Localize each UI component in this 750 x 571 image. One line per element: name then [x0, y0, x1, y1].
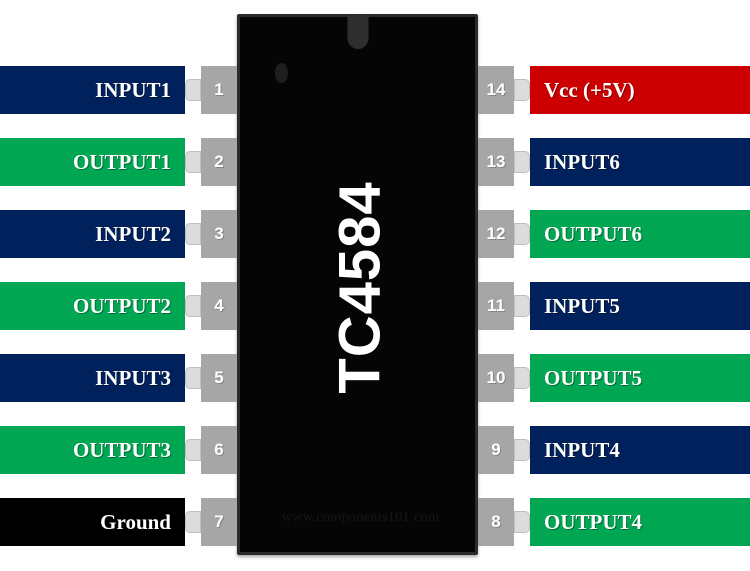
pin-label-bar-5[interactable]: INPUT3: [0, 354, 185, 402]
pin-label-text-14: Vcc (+5V): [544, 77, 635, 102]
pin-number-9[interactable]: 9: [478, 426, 514, 474]
pin-row-5[interactable]: INPUT3 5: [0, 354, 237, 402]
pin-number-4[interactable]: 4: [201, 282, 237, 330]
pin-label-bar-12[interactable]: OUTPUT6: [530, 210, 750, 258]
pin-number-8[interactable]: 8: [478, 498, 514, 546]
pin-number-6[interactable]: 6: [201, 426, 237, 474]
pin-label-text-12: OUTPUT6: [544, 221, 643, 246]
pin-connector-tab-9: [514, 439, 530, 461]
pin-row-3[interactable]: INPUT2 3: [0, 210, 237, 258]
pin-label-text-2: OUTPUT1: [72, 149, 171, 174]
pin-connector-tab-12: [514, 223, 530, 245]
pin-label-text-5: INPUT3: [95, 365, 171, 390]
pin-connector-tab-1: [185, 79, 201, 101]
pin-row-11[interactable]: 11 INPUT5: [478, 282, 750, 330]
pin-label-text-11: INPUT5: [544, 293, 620, 318]
pin-connector-tab-10: [514, 367, 530, 389]
chip-part-number-text: TC4584: [328, 181, 393, 394]
pin-number-10[interactable]: 10: [478, 354, 514, 402]
pin-label-bar-6[interactable]: OUTPUT3: [0, 426, 185, 474]
pin-row-14[interactable]: 14 Vcc (+5V): [478, 66, 750, 114]
pin-number-14[interactable]: 14: [478, 66, 514, 114]
pin-row-10[interactable]: 10 OUTPUT5: [478, 354, 750, 402]
pin-number-7[interactable]: 7: [201, 498, 237, 546]
pin-row-1[interactable]: INPUT1 1: [0, 66, 237, 114]
pin-label-bar-8[interactable]: OUTPUT4: [530, 498, 750, 546]
pin-row-12[interactable]: 12 OUTPUT6: [478, 210, 750, 258]
watermark-text: www.components101.com: [281, 510, 440, 525]
pin-connector-tab-13: [514, 151, 530, 173]
pin-label-bar-1[interactable]: INPUT1: [0, 66, 185, 114]
pin-number-12[interactable]: 12: [478, 210, 514, 258]
pin-label-text-3: INPUT2: [95, 221, 171, 246]
pin-label-bar-7[interactable]: Ground: [0, 498, 185, 546]
pin-number-2[interactable]: 2: [201, 138, 237, 186]
pin-label-text-1: INPUT1: [95, 77, 171, 102]
pin-label-text-10: OUTPUT5: [544, 365, 643, 390]
pin-label-text-6: OUTPUT3: [72, 437, 171, 462]
pin-connector-tab-11: [514, 295, 530, 317]
chip-part-number: TC4584: [240, 17, 481, 558]
pin-label-text-8: OUTPUT4: [544, 509, 643, 534]
pin-connector-tab-4: [185, 295, 201, 317]
pin-label-bar-11[interactable]: INPUT5: [530, 282, 750, 330]
pin-label-text-9: INPUT4: [544, 437, 620, 462]
pin-row-6[interactable]: OUTPUT3 6: [0, 426, 237, 474]
pin-number-1[interactable]: 1: [201, 66, 237, 114]
chip-notch-icon: [347, 15, 368, 49]
pin1-indicator-dot-icon: [275, 63, 288, 83]
pin-row-9[interactable]: 9 INPUT4: [478, 426, 750, 474]
pin-connector-tab-8: [514, 511, 530, 533]
pin-label-bar-13[interactable]: INPUT6: [530, 138, 750, 186]
pin-number-3[interactable]: 3: [201, 210, 237, 258]
pin-label-text-7: Ground: [100, 509, 171, 534]
pin-row-4[interactable]: OUTPUT2 4: [0, 282, 237, 330]
ic-package-body: TC4584 www.components101.com: [237, 14, 478, 555]
pin-connector-tab-7: [185, 511, 201, 533]
pin-connector-tab-14: [514, 79, 530, 101]
pin-label-bar-2[interactable]: OUTPUT1: [0, 138, 185, 186]
pin-row-8[interactable]: 8 OUTPUT4: [478, 498, 750, 546]
pin-label-bar-14[interactable]: Vcc (+5V): [530, 66, 750, 114]
pin-row-7[interactable]: Ground 7: [0, 498, 237, 546]
pin-connector-tab-6: [185, 439, 201, 461]
pin-label-text-4: OUTPUT2: [72, 293, 171, 318]
pin-connector-tab-5: [185, 367, 201, 389]
pin-connector-tab-2: [185, 151, 201, 173]
pin-label-bar-3[interactable]: INPUT2: [0, 210, 185, 258]
pin-label-text-13: INPUT6: [544, 149, 620, 174]
pin-connector-tab-3: [185, 223, 201, 245]
pin-number-11[interactable]: 11: [478, 282, 514, 330]
pin-label-bar-4[interactable]: OUTPUT2: [0, 282, 185, 330]
pin-label-bar-9[interactable]: INPUT4: [530, 426, 750, 474]
pin-number-5[interactable]: 5: [201, 354, 237, 402]
pin-label-bar-10[interactable]: OUTPUT5: [530, 354, 750, 402]
pin-number-13[interactable]: 13: [478, 138, 514, 186]
pin-row-13[interactable]: 13 INPUT6: [478, 138, 750, 186]
pin-row-2[interactable]: OUTPUT1 2: [0, 138, 237, 186]
